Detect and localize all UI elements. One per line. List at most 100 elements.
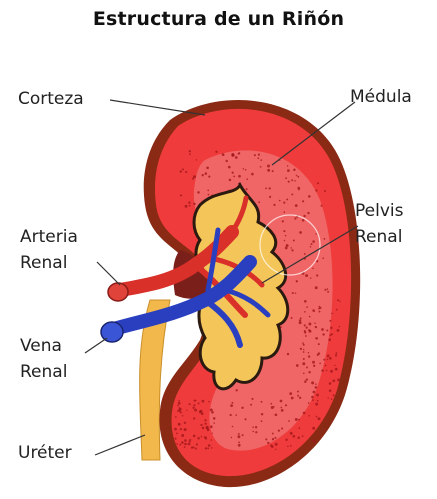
tissue-dot [193,417,195,419]
tissue-dot [323,359,325,361]
tissue-dot [328,397,329,398]
tissue-dot [322,333,324,335]
tissue-dot [284,240,286,242]
tissue-dot [315,190,317,192]
label-arteria-line2: Renal [20,250,67,276]
tissue-dot [324,238,326,240]
tissue-dot [306,378,308,380]
tissue-dot [193,404,195,406]
tissue-dot [330,370,333,373]
tissue-dot [306,306,308,308]
tissue-dot [327,288,329,290]
tissue-dot [238,444,241,447]
tissue-dot [197,191,200,194]
tissue-dot [207,189,209,191]
tissue-dot [258,201,260,203]
tissue-dot [251,398,253,400]
tissue-dot [178,400,180,402]
tissue-dot [297,437,300,440]
tissue-dot [293,435,296,438]
tissue-dot [252,426,254,428]
tissue-dot [279,200,281,202]
tissue-dot [285,404,287,406]
tissue-dot [185,171,187,173]
tissue-dot [297,395,299,397]
tissue-dot [283,211,285,213]
tissue-dot [269,187,271,189]
tissue-dot [312,427,315,430]
tissue-dot [297,176,299,178]
tissue-dot [193,175,196,178]
tissue-dot [288,420,290,422]
tissue-dot [332,379,335,382]
tissue-dot [188,443,191,446]
tissue-dot [235,156,238,159]
tissue-dot [287,353,289,355]
tissue-dot [189,153,191,155]
tissue-dot [188,202,190,204]
tissue-dot [285,247,288,250]
tissue-dot [319,362,321,364]
tissue-dot [189,150,191,152]
tissue-dot [204,419,206,421]
tissue-dot [255,431,257,433]
tissue-dot [298,189,300,191]
tissue-dot [288,181,290,183]
tissue-dot [179,444,181,446]
tissue-dot [302,342,304,344]
tissue-dot [229,179,232,182]
tissue-dot [296,280,298,282]
tissue-dot [285,177,287,179]
tissue-dot [302,435,304,437]
tissue-dot [257,157,259,159]
tissue-dot [306,327,308,329]
tissue-dot [200,424,202,426]
tissue-dot [327,291,329,293]
tissue-dot [273,204,275,206]
tissue-dot [208,194,210,196]
tissue-dot [308,355,310,357]
tissue-dot [329,382,332,385]
tissue-dot [330,327,332,329]
tissue-dot [181,442,183,444]
tissue-dot [304,380,306,382]
tissue-dot [208,401,209,402]
tissue-dot [246,178,248,180]
tissue-dot [272,433,274,435]
tissue-dot [302,200,304,202]
tissue-dot [303,344,305,346]
tissue-dot [303,358,305,360]
tissue-dot [200,410,203,413]
tissue-dot [207,448,209,450]
tissue-dot [285,235,287,237]
tissue-dot [267,442,269,444]
tissue-dot [282,220,284,222]
tissue-dot [205,447,207,449]
tissue-dot [299,319,301,321]
tissue-dot [235,414,237,416]
tissue-dot [255,426,257,428]
tissue-dot [198,402,200,404]
tissue-dot [177,405,179,407]
tissue-dot [329,320,331,322]
tissue-dot [270,444,272,446]
tissue-dot [312,268,314,270]
tissue-dot [302,362,305,365]
tissue-dot [315,337,318,340]
tissue-dot [312,361,315,364]
tissue-dot [189,439,191,441]
tissue-dot [211,447,213,449]
tissue-dot [304,311,306,313]
tissue-dot [289,392,292,395]
tissue-dot [291,397,294,400]
tissue-dot [318,343,320,345]
tissue-dot [290,432,293,435]
label-corteza: Corteza [18,86,84,112]
tissue-dot [286,198,288,200]
tissue-dot [196,159,197,160]
tissue-dot [334,365,335,366]
tissue-dot [311,396,314,399]
tissue-dot [304,330,306,332]
tissue-dot [193,400,195,402]
tissue-dot [329,389,332,392]
